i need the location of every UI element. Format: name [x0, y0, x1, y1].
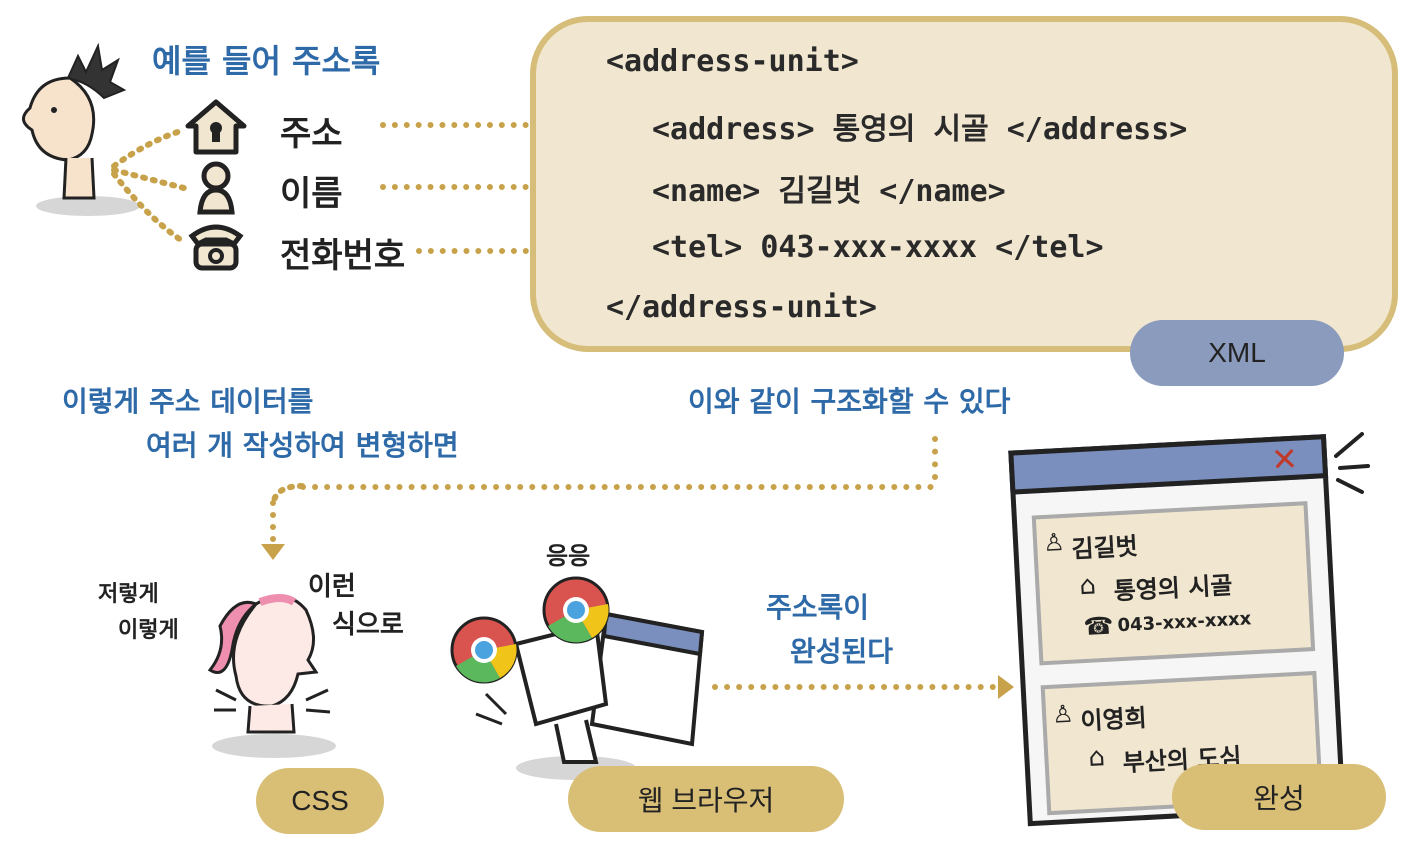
- field-label-name: 이름: [280, 166, 343, 215]
- path-horizontal: [300, 484, 934, 490]
- phone-icon-small: ☎: [1083, 611, 1114, 641]
- css-character: [196, 580, 346, 760]
- css-speech-left-1: 저렇게: [98, 576, 159, 608]
- caption-left-line2: 여러 개 작성하여 변형하면: [146, 424, 459, 464]
- path-vertical-right: [932, 436, 938, 480]
- card1-name: 김길벗: [1070, 526, 1138, 564]
- xml-tel-line: <tel> 043-xxx-xxxx </tel>: [652, 230, 1104, 265]
- sparkle-lines: [1332, 430, 1372, 496]
- browser-badge: 웹 브라우저: [568, 766, 844, 832]
- xml-name-line: <name> 김길벗 </name>: [652, 166, 1006, 210]
- caption-complete-line1: 주소록이: [766, 586, 869, 626]
- path-corner: [268, 478, 308, 508]
- xml-open-tag: <address-unit>: [606, 44, 859, 79]
- css-speech-left-2: 이렇게: [118, 612, 179, 644]
- field-label-tel: 전화번호: [280, 228, 405, 277]
- arrow-complete-line: [712, 684, 996, 690]
- person-icon-small: ♙: [1042, 528, 1065, 557]
- intro-title: 예를 들어 주소록: [152, 36, 380, 82]
- card2-name: 이영희: [1079, 698, 1147, 736]
- house-icon: [184, 98, 248, 156]
- xml-address-line: <address> 통영의 시골 </address>: [652, 104, 1187, 148]
- browser-speech: 응응: [546, 536, 590, 571]
- css-badge: CSS: [256, 768, 384, 834]
- close-icon[interactable]: ✕: [1270, 440, 1299, 479]
- fan-connector: [110, 120, 190, 250]
- caption-left-line1: 이렇게 주소 데이터를: [62, 380, 313, 420]
- person-icon-small-2: ♙: [1051, 700, 1074, 729]
- chrome-logo-right: [544, 578, 609, 642]
- path-arrow-down: [261, 544, 285, 560]
- caption-complete-line2: 완성된다: [790, 630, 893, 670]
- person-icon: [194, 160, 238, 216]
- xml-close-tag: </address-unit>: [606, 290, 877, 325]
- arrow-complete-head: [998, 675, 1014, 699]
- browser-character: [446, 574, 716, 784]
- complete-badge: 완성: [1172, 764, 1386, 830]
- chrome-logo-left: [452, 618, 517, 682]
- caption-right: 이와 같이 구조화할 수 있다: [688, 380, 1010, 420]
- house-icon-small: ⌂: [1079, 570, 1097, 601]
- card1-address: 통영의 시골: [1113, 565, 1233, 606]
- xml-badge: XML: [1130, 320, 1344, 386]
- field-label-address: 주소: [280, 106, 343, 155]
- phone-icon: [188, 222, 244, 272]
- house-icon-small-2: ⌂: [1088, 742, 1106, 773]
